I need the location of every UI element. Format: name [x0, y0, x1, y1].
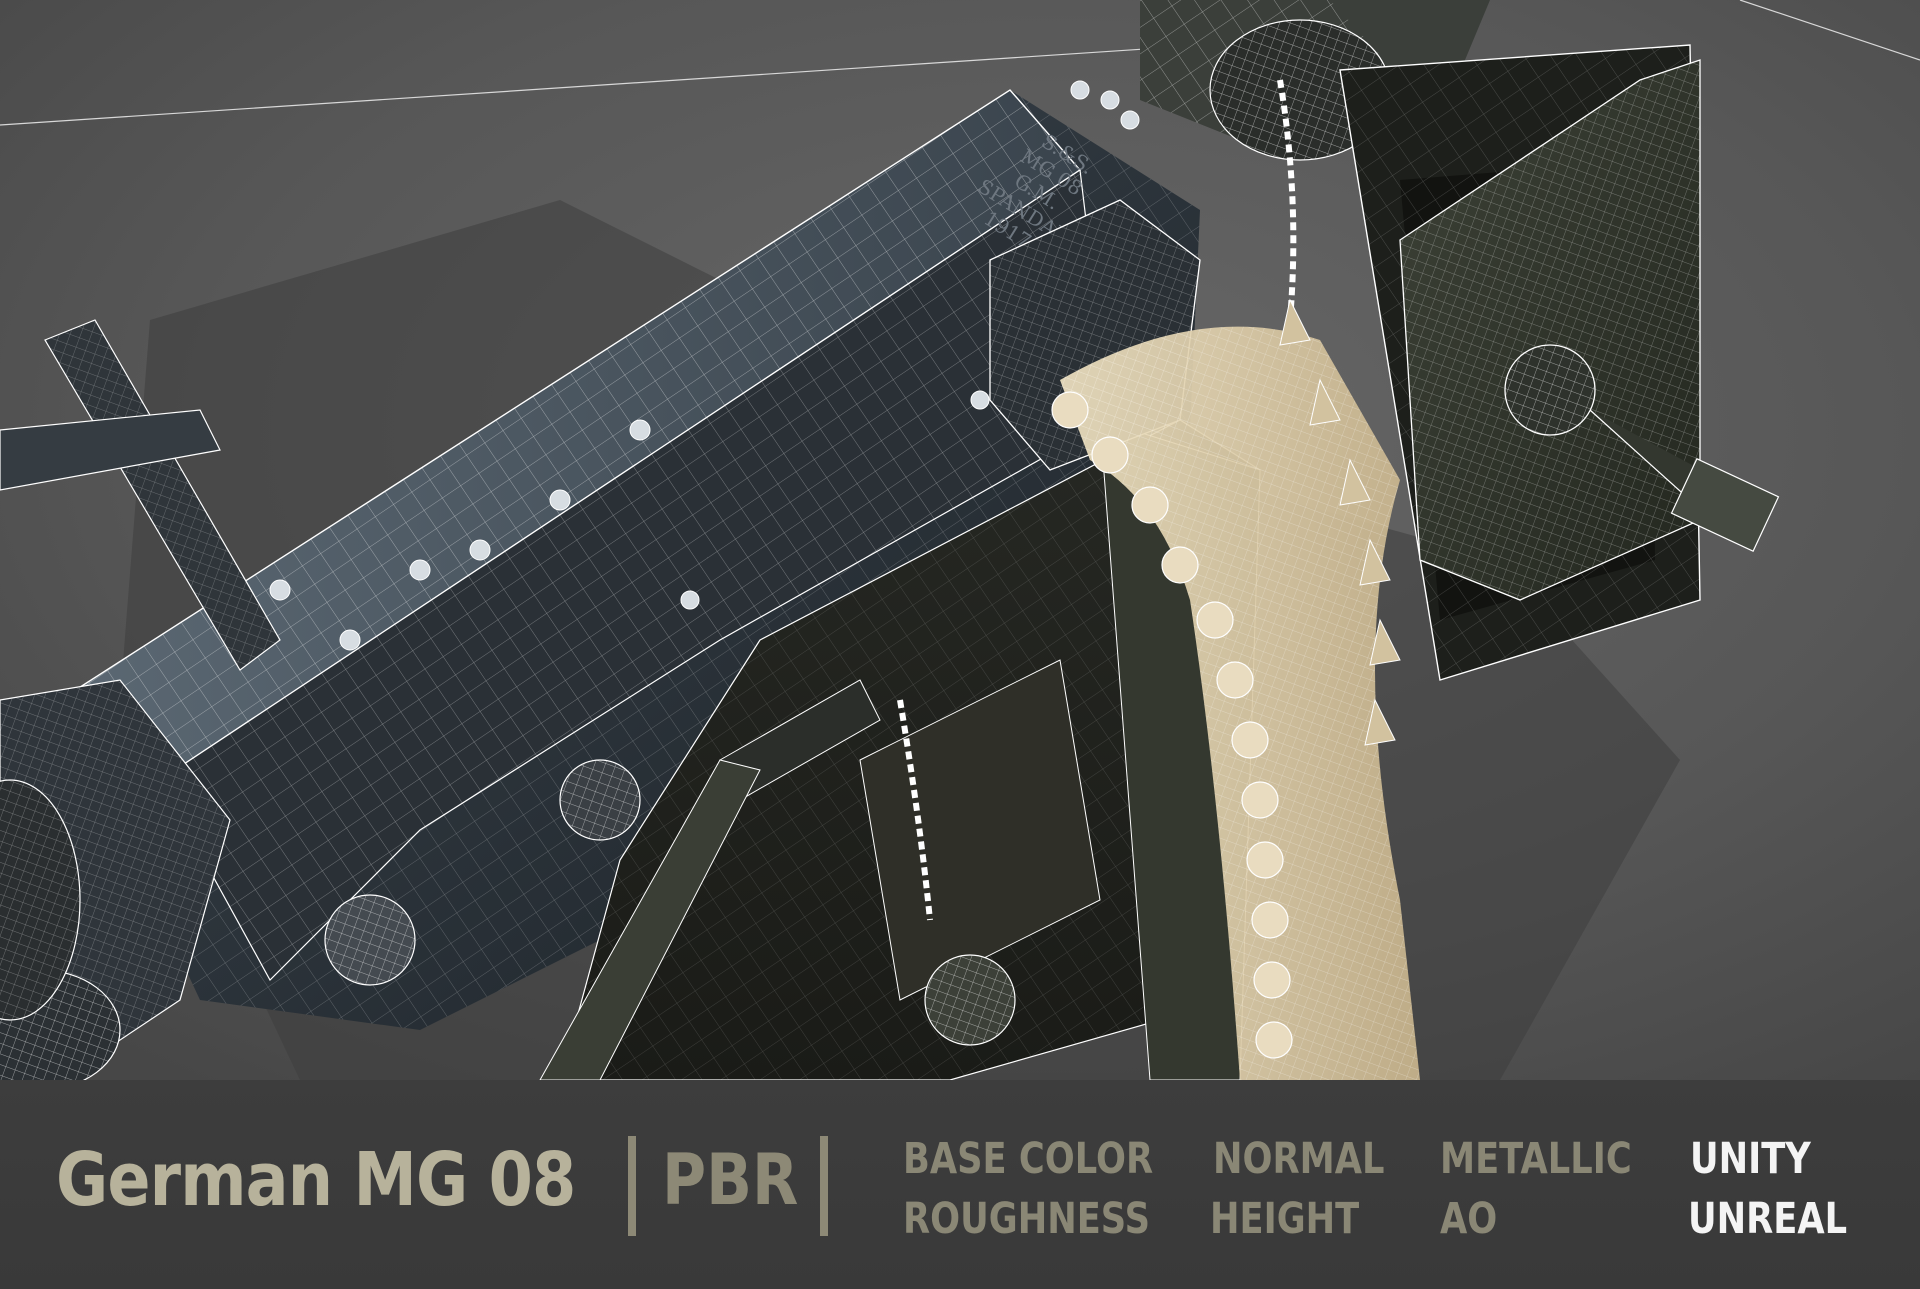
separator-bar: [628, 1136, 636, 1236]
pbr-label: PBR: [662, 1139, 799, 1221]
texture-map-label: ROUGHNESS: [903, 1194, 1151, 1244]
cartridge-bases: [1051, 391, 1293, 1059]
separator-bar: [820, 1136, 828, 1236]
spade-grip: [0, 679, 231, 1080]
texture-map-label: NORMAL: [1213, 1134, 1385, 1184]
grid-line: [1739, 0, 1920, 61]
rivets: [269, 80, 1140, 651]
engine-label: UNITY: [1690, 1134, 1811, 1184]
water-jacket: [1140, 0, 1490, 161]
texture-map-label: HEIGHT: [1210, 1194, 1360, 1244]
engine-label: UNREAL: [1688, 1194, 1848, 1244]
product-banner: German MG 08 PBR BASE COLOR ROUGHNESS NO…: [0, 1080, 1920, 1289]
inner-mechanism: [324, 79, 1297, 1080]
texture-map-label: AO: [1440, 1194, 1498, 1244]
grid-line: [0, 47, 1161, 126]
texture-map-label: BASE COLOR: [903, 1134, 1154, 1184]
model-render-viewport: S.&S. MG 08 G.M. SPANDAU 1917: [0, 0, 1920, 1080]
bullet-tips: [1279, 298, 1401, 746]
receiver-body: S.&S. MG 08 G.M. SPANDAU 1917: [58, 80, 1200, 1030]
rear-sight: [0, 319, 281, 671]
ammo-box: [1339, 44, 1780, 681]
texture-map-label: METALLIC: [1440, 1134, 1632, 1184]
product-title: German MG 08: [56, 1137, 576, 1223]
ammo-belt: [1051, 298, 1420, 1080]
mg08-wireframe-render: S.&S. MG 08 G.M. SPANDAU 1917: [0, 0, 1920, 1080]
